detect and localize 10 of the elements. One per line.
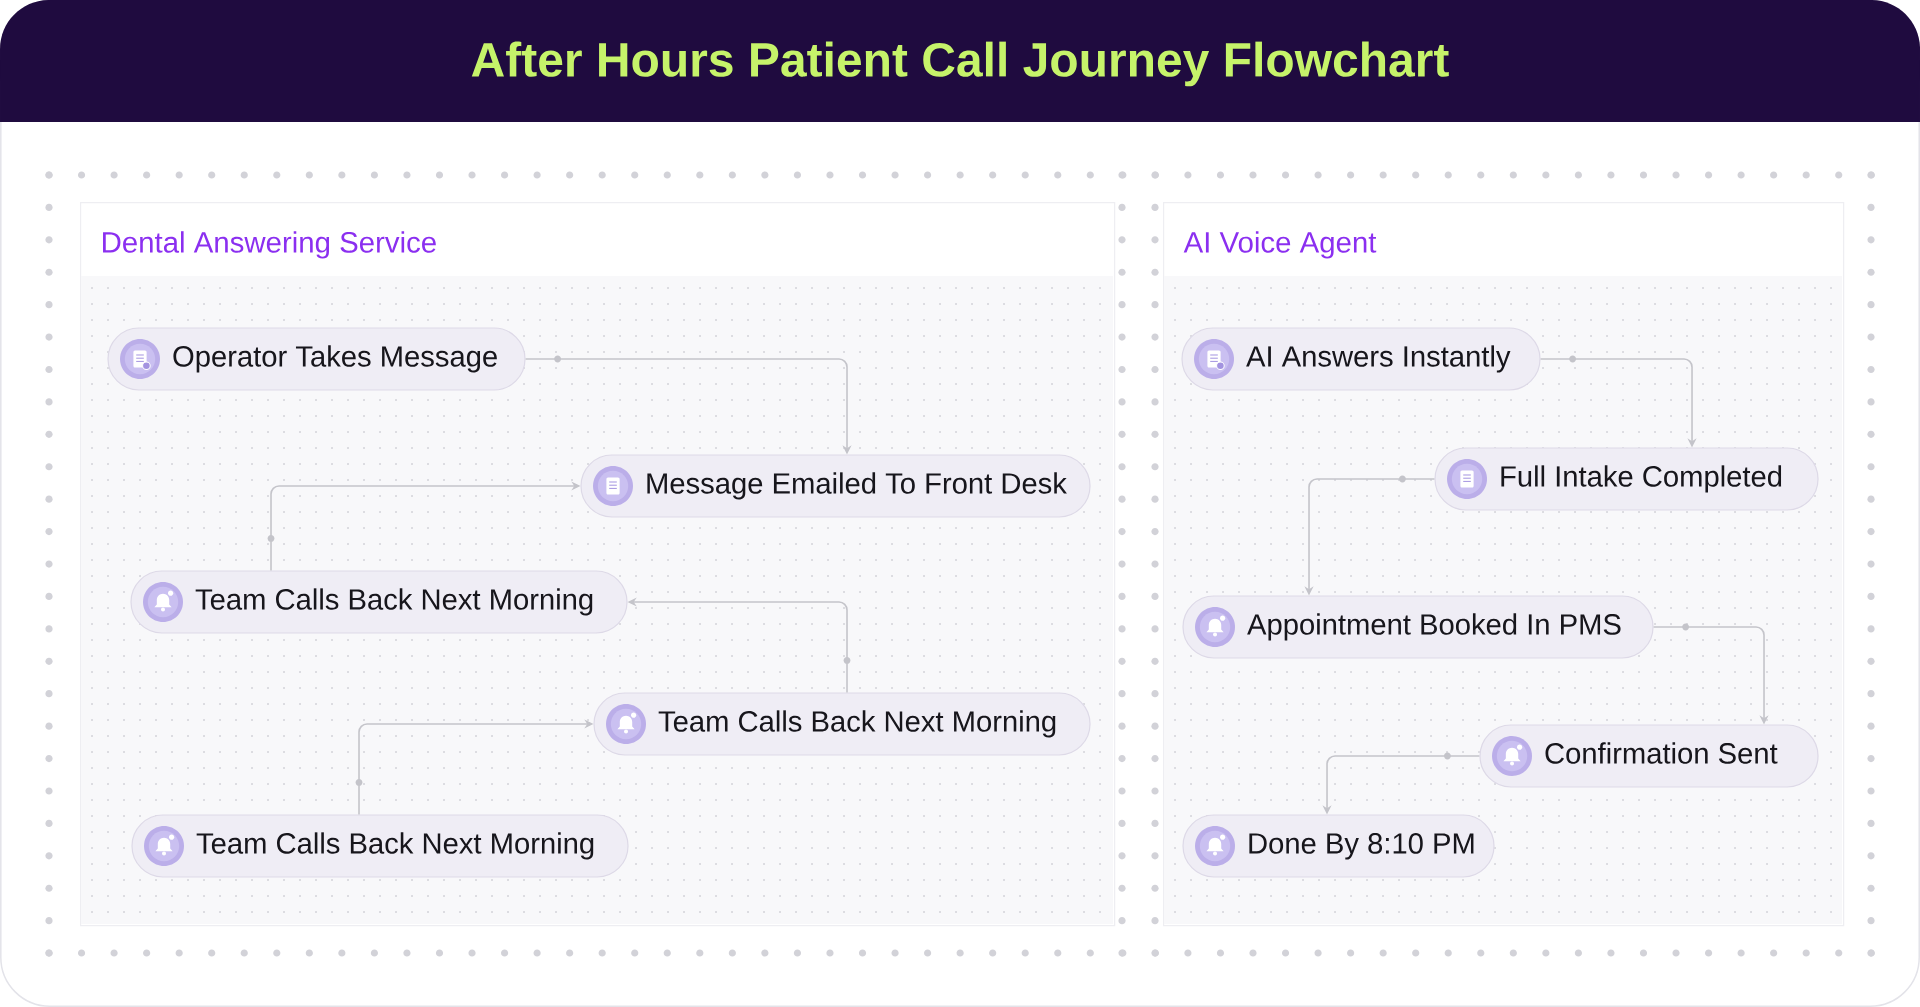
process-pill: AI Answers Instantly [1181, 327, 1541, 391]
process-pill: Team Calls Back Next Morning [593, 692, 1091, 756]
process-pill: Full Intake Completed [1434, 447, 1819, 511]
process-pill: Appointment Booked In PMS [1182, 595, 1654, 659]
process-pill: Team Calls Back Next Morning [131, 814, 629, 878]
process-pill: Operator Takes Message [107, 327, 526, 391]
process-pill: Message Emailed To Front Desk [580, 454, 1091, 518]
title-bar: After Hours Patient Call Journey Flowchart [0, 0, 1920, 122]
process-pill: Team Calls Back Next Morning [130, 570, 628, 634]
process-pill: Confirmation Sent [1479, 724, 1819, 788]
